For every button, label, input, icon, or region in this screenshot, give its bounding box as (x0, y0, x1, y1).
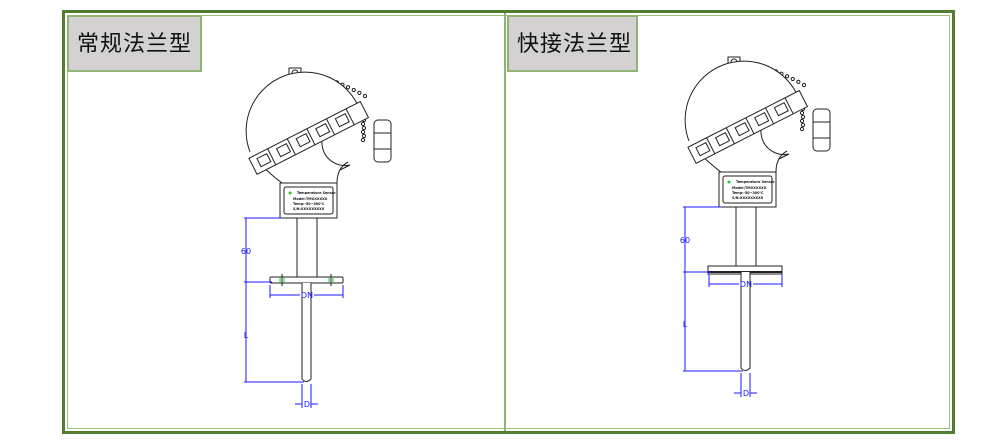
cover-band (687, 89, 809, 164)
cover-band-slot (754, 112, 770, 127)
sensor-drawing-standard: Temperature SensorModel:TMXXXXXXTemp:-50… (241, 67, 392, 409)
chain-link (784, 74, 790, 79)
chain-link (801, 82, 807, 88)
neck-housing (279, 182, 338, 219)
chain-link (796, 79, 801, 84)
panel-title-standard-flange: 常规法兰型 (67, 15, 202, 72)
cable-gland-nut (373, 119, 392, 163)
chain-link (360, 121, 366, 127)
nameplate-text: S/N:XXXXXXXXX (732, 196, 764, 200)
outer-frame: 常规法兰型 快接法兰型 (62, 10, 955, 434)
cover-band-slot (315, 123, 331, 138)
probe (740, 272, 751, 371)
probe (301, 283, 312, 382)
dimension-label-dn: DN (740, 280, 752, 289)
flange (269, 276, 344, 284)
dimension-label-dn: DN (301, 291, 313, 300)
cover-band-divider (286, 138, 296, 156)
nameplate-text: Model:TMXXXXXX (293, 197, 328, 201)
cover-band (248, 100, 370, 175)
dimension-label-60: 60 (680, 236, 690, 245)
cover-band-slot (734, 122, 750, 137)
cover-band-divider (267, 148, 277, 166)
chain-link (360, 129, 366, 135)
neck-housing (718, 171, 777, 208)
cover-band-divider (345, 108, 355, 126)
cover-band-divider (725, 127, 735, 145)
chain-link (361, 125, 367, 131)
head-dome (684, 60, 800, 142)
dimension-label-l: L (244, 331, 249, 340)
dimension-label-l: L (683, 320, 688, 329)
chain-link (800, 122, 806, 128)
panel-title-quick-flange: 快接法兰型 (507, 15, 638, 72)
nameplate-text: Temperature Sensor (736, 180, 775, 184)
nameplate (283, 186, 334, 215)
chain-link (799, 110, 805, 116)
nameplate-dot (727, 180, 731, 184)
dimension-lines (683, 206, 783, 397)
chain-link (790, 76, 795, 82)
cover-band-divider (325, 118, 336, 136)
cover-band-divider (764, 107, 775, 125)
nameplate-text: S/N:XXXXXXXXX (293, 207, 325, 211)
chain-link (800, 114, 806, 120)
chain-link (362, 93, 368, 99)
extension-tube (735, 206, 757, 267)
dimension-lines (244, 217, 344, 408)
cover-band-slot (275, 143, 292, 158)
cover-band-divider (306, 128, 316, 146)
cover-band-slot (295, 133, 311, 148)
head-dome (245, 71, 361, 153)
cover-band-divider (745, 117, 755, 135)
sensor-drawing-quick: Temperature SensorModel:TMXXXXXXTemp:-50… (680, 56, 831, 398)
cover-band-slot (334, 113, 350, 128)
nameplate-dot (288, 191, 292, 195)
panel-divider (504, 13, 506, 431)
cover-band-divider (706, 137, 716, 155)
chain-link (799, 118, 805, 124)
cable-gland-nut (812, 108, 831, 152)
dimension-label-d: D (743, 389, 749, 398)
chain-link (361, 133, 367, 139)
dimension-label-d: D (304, 400, 310, 409)
cover-band-slot (714, 132, 731, 147)
cover-band-divider (784, 97, 794, 115)
nameplate (722, 175, 773, 204)
chain-link (357, 90, 362, 95)
cover-band-slot (695, 141, 711, 157)
chain-link (360, 137, 366, 143)
nameplate-text: Temperature Sensor (297, 191, 336, 195)
cover-band-slot (773, 102, 789, 117)
cover-band-slot (256, 152, 272, 168)
nameplate-text: Temp:-50~300℃ (732, 191, 764, 195)
chain-link (345, 85, 351, 90)
chain-link (351, 87, 356, 93)
chain-link (799, 126, 805, 132)
dimension-label-60: 60 (241, 247, 251, 256)
nameplate-text: Model:TMXXXXXX (732, 186, 767, 190)
nameplate-text: Temp:-50~300℃ (293, 202, 325, 206)
extension-tube (296, 217, 318, 278)
